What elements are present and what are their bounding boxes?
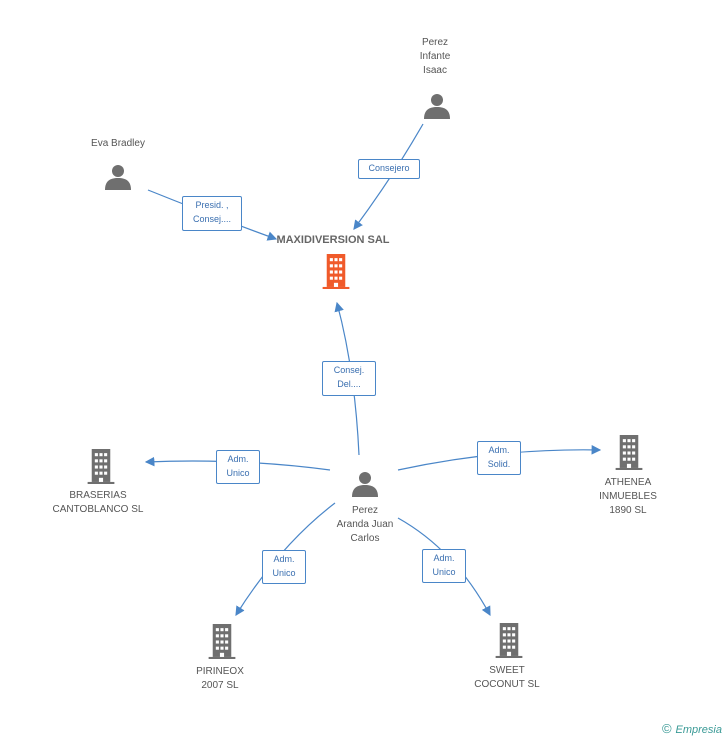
building-icon-athenea[interactable]	[615, 435, 643, 470]
building-icon-braserias[interactable]	[87, 449, 115, 484]
empresia-logo: ©Empresia	[662, 721, 722, 736]
building-icon-sweet[interactable]	[495, 623, 523, 658]
person-icon-aranda[interactable]	[352, 472, 378, 497]
edge-label-adm-unico-pirineox: Adm. Unico	[262, 550, 306, 584]
edge-label-presid: Presid. , Consej....	[182, 196, 242, 231]
node-label-infante[interactable]: Perez Infante Isaac	[419, 37, 451, 76]
edge-label-adm-solid: Adm. Solid.	[477, 441, 521, 475]
node-label-pirineox[interactable]: PIRINEOX 2007 SL	[196, 666, 244, 691]
node-label-sweet[interactable]: SWEET COCONUT SL	[474, 665, 540, 690]
building-icon-pirineox[interactable]	[208, 624, 236, 659]
node-label-maxidiversion[interactable]: MAXIDIVERSION SAL	[276, 234, 390, 246]
edge-label-consej-del: Consej. Del....	[322, 361, 376, 396]
building-icon-maxidiversion[interactable]	[322, 254, 350, 289]
node-label-athenea[interactable]: ATHENEA INMUEBLES 1890 SL	[599, 477, 657, 516]
node-label-eva[interactable]: Eva Bradley	[91, 138, 145, 149]
edge-label-adm-unico-sweet: Adm. Unico	[422, 549, 466, 583]
person-icon-infante[interactable]	[424, 94, 450, 119]
edge-label-adm-unico-braserias: Adm. Unico	[216, 450, 260, 484]
edge-label-consejero: Consejero	[358, 159, 420, 179]
copyright-icon: ©	[661, 721, 672, 736]
node-label-aranda[interactable]: Perez Aranda Juan Carlos	[336, 505, 394, 544]
brand-name: Empresia	[675, 724, 722, 736]
node-label-braserias[interactable]: BRASERIAS CANTOBLANCO SL	[52, 490, 144, 515]
person-icon-eva[interactable]	[105, 165, 131, 190]
